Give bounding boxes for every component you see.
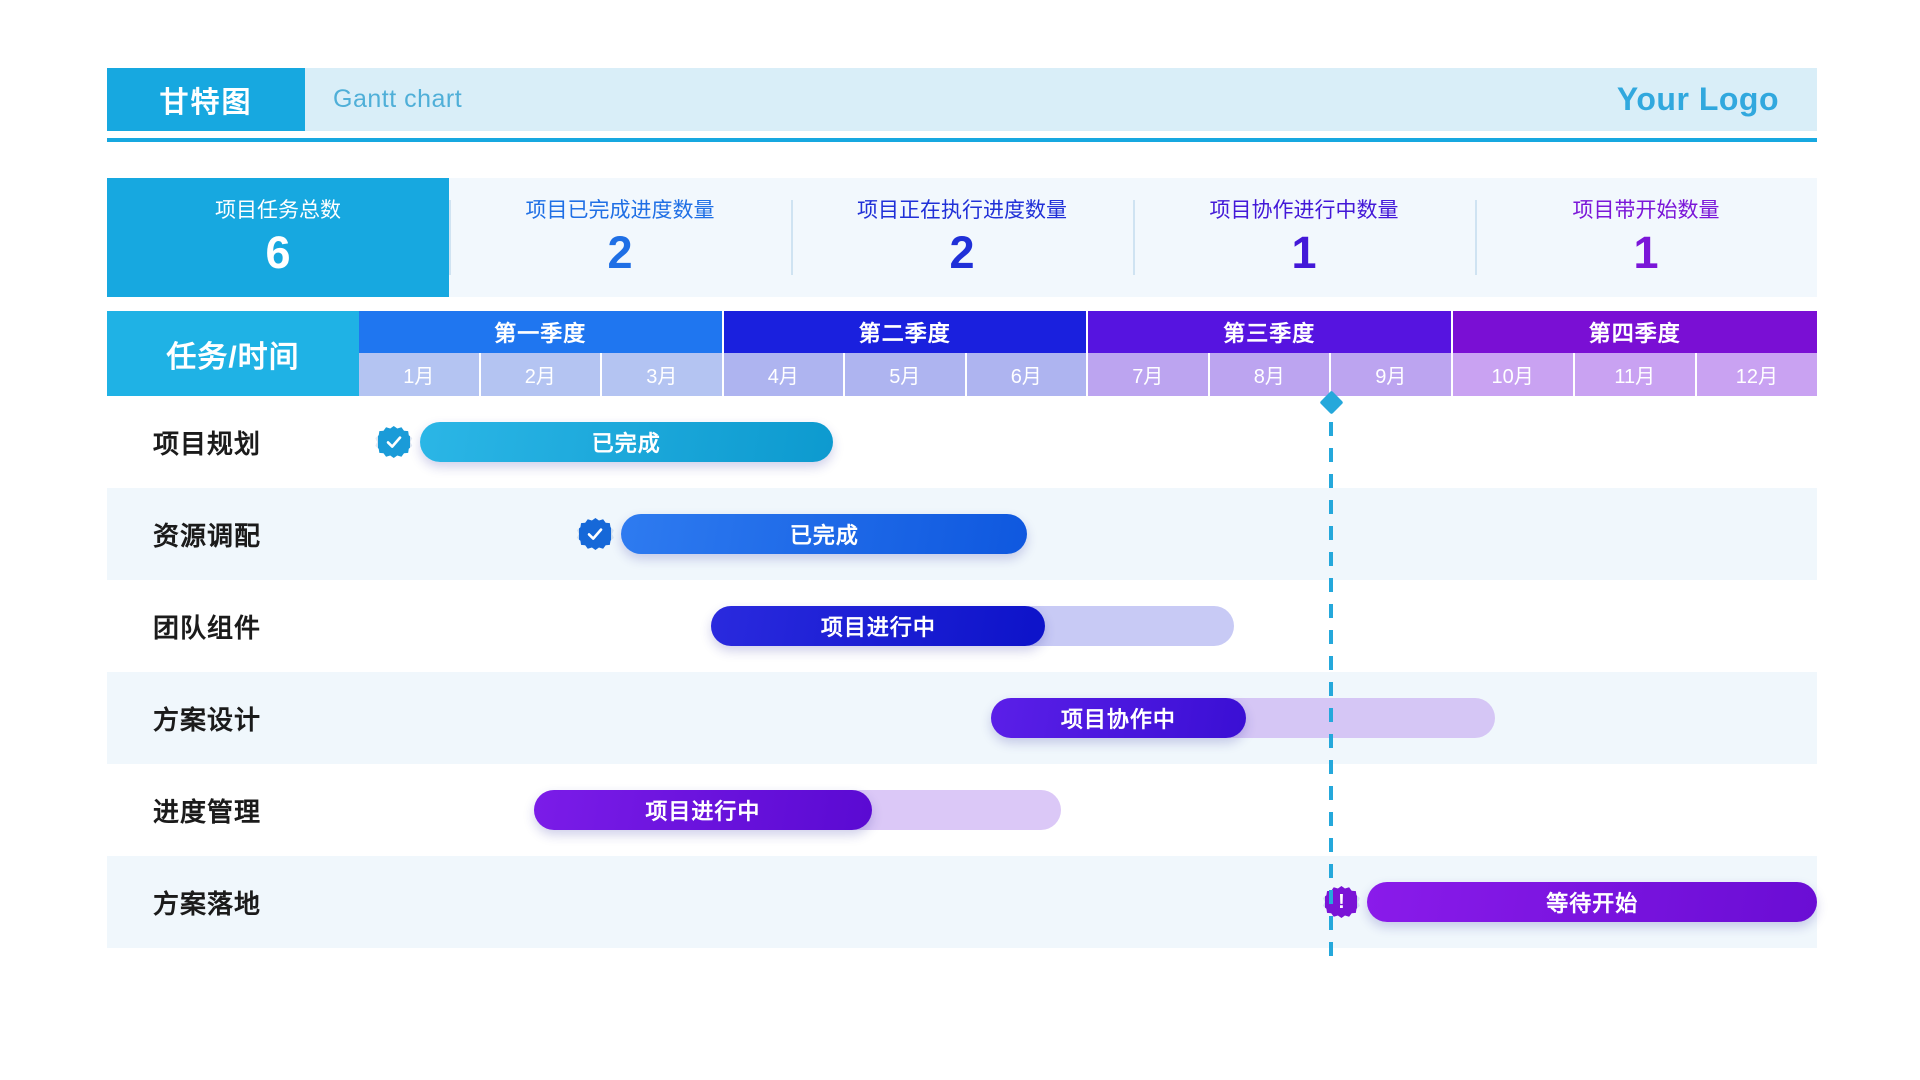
task-row[interactable]: 项目规划 已完成 [107,396,1817,488]
task-bar[interactable]: 已完成 [419,422,833,462]
logo: Your Logo [1616,81,1779,117]
timeline-corner-cell: 任务/时间 [107,311,359,396]
task-lane: 已完成 [359,488,1817,580]
quarter-title: 第三季度 [1088,311,1453,353]
header-tag: 甘特图 [107,68,305,131]
task-bar[interactable]: 已完成 [621,514,1028,554]
quarter-title: 第四季度 [1452,311,1817,353]
task-status-label: 已完成 [789,523,859,548]
task-name: 资源调配 [153,520,262,551]
header-tag-label: 甘特图 [159,86,253,119]
month-cell-4月[interactable]: 4月 [723,353,845,396]
task-lane: 项目进行中 [359,580,1817,672]
task-bar[interactable]: 项目协作中 [990,698,1246,738]
month-cell-6月[interactable]: 6月 [966,353,1088,396]
header-divider [107,138,1817,142]
stat-card-2: 项目正在执行进度数量 2 [791,178,1133,297]
task-row[interactable]: 方案设计 项目协作中 [107,672,1817,764]
task-lane: 等待开始! [359,856,1817,948]
stat-value: 1 [1291,227,1317,278]
month-cell-1月[interactable]: 1月 [359,353,481,396]
month-cell-8月[interactable]: 8月 [1209,353,1331,396]
stat-card-0: 项目任务总数 6 [107,178,449,297]
stat-value: 2 [607,227,633,278]
stat-divider [791,200,793,275]
stat-divider [1475,200,1477,275]
stat-label: 项目协作进行中数量 [1209,199,1399,222]
stat-label: 项目任务总数 [215,199,341,222]
stat-divider [1133,200,1135,275]
task-row[interactable]: 资源调配 已完成 [107,488,1817,580]
stat-card-1: 项目已完成进度数量 2 [449,178,791,297]
today-marker-line [1329,396,1333,956]
stat-label: 项目已完成进度数量 [525,199,715,222]
task-rows: 项目规划已完成资源调配已完成团队组件项目进行中方案设计项目协作中进度管理项目进行… [107,396,1817,948]
stat-divider [449,200,451,275]
month-cell-2月[interactable]: 2月 [480,353,602,396]
stat-card-4: 项目带开始数量 1 [1475,178,1817,297]
month-cell-3月[interactable]: 3月 [602,353,724,396]
timeline-corner-label: 任务/时间 [166,340,300,374]
quarter-title: 第二季度 [723,311,1088,353]
month-cell-11月[interactable]: 11月 [1574,353,1697,396]
month-cell-12月[interactable]: 12月 [1696,353,1818,396]
task-status-label: 项目进行中 [645,799,761,824]
task-lane: 项目协作中 [359,672,1817,764]
task-status-label: 项目协作中 [1060,707,1176,732]
header-bar: Gantt chart Your Logo [305,68,1817,131]
stat-value: 2 [949,227,975,278]
task-row[interactable]: 团队组件 项目进行中 [107,580,1817,672]
task-lane: 已完成 [359,396,1817,488]
month-cell-5月[interactable]: 5月 [845,353,967,396]
stat-label: 项目带开始数量 [1572,199,1720,222]
task-lane: 项目进行中 [359,764,1817,856]
task-row[interactable]: 进度管理 项目进行中 [107,764,1817,856]
task-name: 项目规划 [153,428,262,459]
check-badge-icon [377,426,410,458]
month-cell-7月[interactable]: 7月 [1088,353,1210,396]
task-row[interactable]: 方案落地 等待开始! [107,856,1817,948]
check-badge-icon [579,518,612,550]
stat-value: 1 [1633,227,1659,278]
header-subtitle: Gantt chart [333,85,463,113]
task-status-label: 项目进行中 [820,615,936,640]
page-header: 甘特图 Gantt chart Your Logo [107,68,1817,131]
task-name: 方案设计 [153,704,262,735]
task-name: 团队组件 [153,612,262,643]
stat-value: 6 [265,227,291,278]
task-name: 进度管理 [153,796,262,827]
task-name: 方案落地 [153,888,262,919]
month-cell-9月[interactable]: 9月 [1331,353,1453,396]
task-bar[interactable]: 项目进行中 [711,606,1046,646]
month-cell-10月[interactable]: 10月 [1452,353,1575,396]
task-bar[interactable]: 项目进行中 [533,790,872,830]
stat-label: 项目正在执行进度数量 [857,199,1067,222]
task-bar[interactable]: 等待开始 [1367,882,1817,922]
task-status-label: 已完成 [591,431,661,456]
task-status-label: 等待开始 [1546,891,1639,916]
quarter-title: 第一季度 [359,311,724,353]
stat-card-3: 项目协作进行中数量 1 [1133,178,1475,297]
